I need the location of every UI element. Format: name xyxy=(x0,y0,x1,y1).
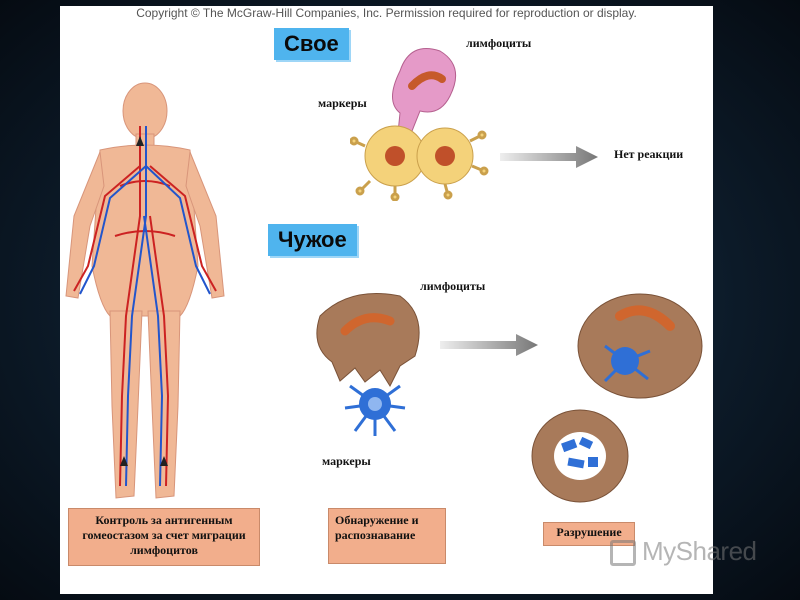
caption-control: Контроль за антигенным гомеостазом за сч… xyxy=(68,508,260,566)
human-body-figure xyxy=(65,82,225,499)
watermark-text: MyShared xyxy=(642,536,757,566)
self-arrow xyxy=(500,146,598,168)
self-markers-label: маркеры xyxy=(318,96,367,110)
foreign-arrow xyxy=(440,334,538,356)
self-cells-illustration xyxy=(350,48,489,201)
caption-detection: Обнаружение и распознавание xyxy=(328,508,446,564)
foreign-title: Чужое xyxy=(268,224,357,256)
watermark-icon xyxy=(610,540,636,566)
self-lymphocytes-label: лимфоциты xyxy=(466,36,532,50)
foreign-detection-illustration xyxy=(316,293,420,436)
foreign-markers-label: маркеры xyxy=(322,454,371,468)
self-result-label: Нет реакции xyxy=(614,147,684,161)
slide: Copyright © The McGraw-Hill Companies, I… xyxy=(60,6,713,594)
destruction-illustration xyxy=(531,293,703,503)
self-title: Свое xyxy=(274,28,349,60)
foreign-lymphocytes-label: лимфоциты xyxy=(420,279,486,293)
copyright-notice: Copyright © The McGraw-Hill Companies, I… xyxy=(136,6,637,20)
